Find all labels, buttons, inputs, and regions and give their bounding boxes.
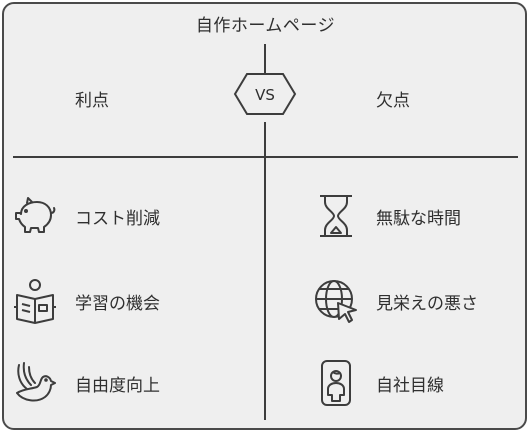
con-item-appearance: 見栄えの悪さ (314, 277, 478, 325)
pro-item-cost: コスト削減 (13, 192, 160, 240)
pro-item-label: 学習の機会 (75, 293, 160, 314)
con-item-wasted-time: 無駄な時間 (314, 192, 461, 240)
globe-cursor-icon (314, 277, 358, 325)
pro-item-label: コスト削減 (75, 208, 160, 229)
cons-header: 欠点 (376, 91, 410, 111)
diagram-title: 自作ホームページ (195, 16, 336, 36)
pro-item-learning: 学習の機会 (13, 277, 160, 325)
con-item-label: 無駄な時間 (376, 208, 461, 229)
book-reader-icon (13, 277, 57, 325)
vs-label: VS (255, 86, 275, 104)
con-item-label: 自社目線 (376, 375, 444, 396)
dove-icon (13, 359, 57, 407)
con-item-label: 見栄えの悪さ (376, 293, 478, 314)
pro-item-label: 自由度向上 (75, 375, 160, 396)
pro-item-freedom: 自由度向上 (13, 359, 160, 407)
con-item-company-view: 自社目線 (314, 359, 444, 407)
pros-header: 利点 (75, 91, 109, 111)
vertical-divider (264, 122, 266, 420)
vs-badge: VS (233, 44, 297, 115)
hourglass-icon (314, 192, 358, 240)
piggy-bank-icon (13, 192, 57, 240)
person-badge-icon (314, 359, 358, 407)
